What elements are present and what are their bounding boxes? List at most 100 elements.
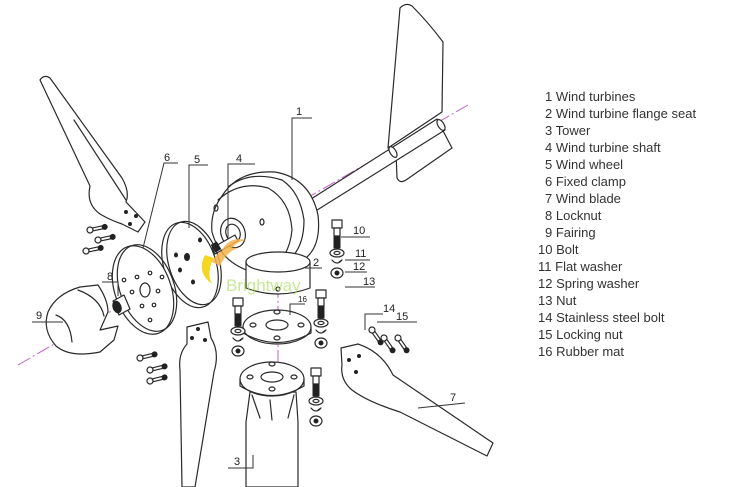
legend-item-number: 10	[538, 242, 553, 257]
legend-item-number: 3	[545, 123, 553, 138]
nut-hole	[318, 340, 324, 346]
brand-watermark: Brightway	[201, 239, 301, 295]
fixed-clamp	[111, 244, 178, 335]
callout-10: 10	[353, 225, 365, 237]
legend-item-number: 8	[545, 208, 553, 223]
bolt-shank	[234, 305, 242, 315]
small-bolt-shank	[141, 352, 154, 360]
small-bolt-icon	[94, 233, 116, 244]
callout-9: 9	[36, 310, 42, 322]
callout-1: 1	[296, 106, 302, 118]
callout-14: 14	[383, 303, 395, 315]
small-bolt-icon	[82, 244, 104, 255]
legend-item-number: 15	[538, 327, 553, 342]
small-bolt-nut	[403, 347, 410, 354]
flat-washer-icon	[329, 248, 345, 258]
bolt-thread	[333, 235, 341, 249]
small-bolt-icon	[136, 351, 158, 362]
bolt-stack	[308, 367, 324, 427]
tail-vane	[387, 3, 453, 183]
legend-item-label: Wind blade	[555, 191, 621, 206]
callout-2: 2	[313, 257, 319, 269]
legend-item-number: 12	[538, 276, 553, 291]
bolt-thread	[317, 305, 325, 319]
legend-item: 13 Nut	[538, 292, 696, 309]
legend-item-label: Wind turbines	[555, 89, 636, 104]
bolt-shank	[333, 227, 341, 237]
legend-item: 14 Stainless steel bolt	[538, 309, 696, 326]
legend-item: 2 Wind turbine flange seat	[538, 105, 696, 122]
legend-item-label: Spring washer	[556, 276, 640, 291]
small-bolt-icon	[368, 326, 384, 346]
legend-item: 7 Wind blade	[538, 190, 696, 207]
nut-hole	[313, 418, 319, 424]
bolt-thread	[234, 313, 242, 327]
bolt-stacks	[230, 219, 345, 427]
small-bolt-nut	[389, 347, 396, 354]
bolt-head-icon	[310, 367, 322, 377]
small-bolt-nut	[161, 374, 168, 381]
small-bolt-icon	[86, 223, 108, 234]
bolt-head-icon	[232, 297, 244, 307]
bolt-head-icon	[315, 289, 327, 299]
legend-item: 5 Wind wheel	[538, 156, 696, 173]
tower	[239, 361, 305, 487]
callout-12: 12	[353, 261, 365, 273]
callout-numbers: 1 2 3 4 5 6 7 8 9 10 11 12 13 14 15 16	[36, 106, 456, 468]
legend-item-number: 14	[538, 310, 553, 325]
legend-item-label: Wind turbine flange seat	[555, 106, 697, 121]
nut-hole	[334, 270, 340, 276]
legend-item: 8 Locknut	[538, 207, 696, 224]
legend-item: 4 Wind turbine shaft	[538, 139, 696, 156]
callout-11: 11	[355, 248, 366, 260]
wind-wheel	[161, 220, 222, 309]
legend-item-number: 2	[545, 106, 553, 121]
spring-washer-icon	[310, 407, 322, 412]
callout-5: 5	[194, 154, 200, 166]
legend-item-label: Stainless steel bolt	[556, 310, 665, 325]
legend-item-label: Nut	[556, 293, 577, 308]
wind-blade-upper-left	[39, 75, 146, 233]
legend-item-label: Flat washer	[555, 259, 623, 274]
legend-item-label: Wind turbine shaft	[555, 140, 661, 155]
legend-item: 12 Spring washer	[538, 275, 696, 292]
legend-item: 6 Fixed clamp	[538, 173, 696, 190]
legend-item-number: 11	[538, 259, 552, 274]
small-bolt-shank	[151, 375, 164, 383]
callout-8: 8	[107, 271, 113, 283]
callout-leaders	[32, 117, 466, 469]
legend-item: 16 Rubber mat	[538, 343, 696, 360]
spring-washer-icon	[315, 329, 327, 334]
small-bolt-nut	[151, 351, 158, 358]
bolt-head-icon	[331, 219, 343, 229]
callout-7: 7	[450, 392, 456, 404]
wind-blade-lower	[179, 321, 217, 487]
legend-item-label: Rubber mat	[556, 344, 625, 359]
callout-15: 15	[396, 311, 408, 323]
legend-item-label: Bolt	[556, 242, 579, 257]
legend-item-label: Locknut	[555, 208, 602, 223]
flat-washer-icon	[313, 318, 329, 328]
small-bolt-nut	[161, 363, 168, 370]
callout-16: 16	[298, 295, 307, 304]
legend-item: 15 Locking nut	[538, 326, 696, 343]
fairing	[45, 284, 119, 355]
small-bolt-shank	[151, 364, 164, 372]
legend-item: 1 Wind turbines	[538, 88, 696, 105]
small-bolts	[82, 223, 410, 385]
bolt-stack	[313, 289, 329, 349]
small-bolt-shank	[92, 225, 104, 232]
legend-item-number: 9	[545, 225, 553, 240]
legend-item-number: 4	[545, 140, 553, 155]
legend-item: 9 Fairing	[538, 224, 696, 241]
bolt-shank	[312, 375, 320, 385]
legend-item-label: Fixed clamp	[555, 174, 626, 189]
generator-body	[211, 171, 320, 274]
washer-hole	[333, 250, 341, 256]
callout-6: 6	[164, 152, 170, 164]
watermark-text: Brightway	[226, 276, 301, 295]
small-bolt-icon	[146, 363, 168, 374]
bolt-stack	[230, 297, 246, 357]
bolt-stack	[329, 219, 345, 279]
